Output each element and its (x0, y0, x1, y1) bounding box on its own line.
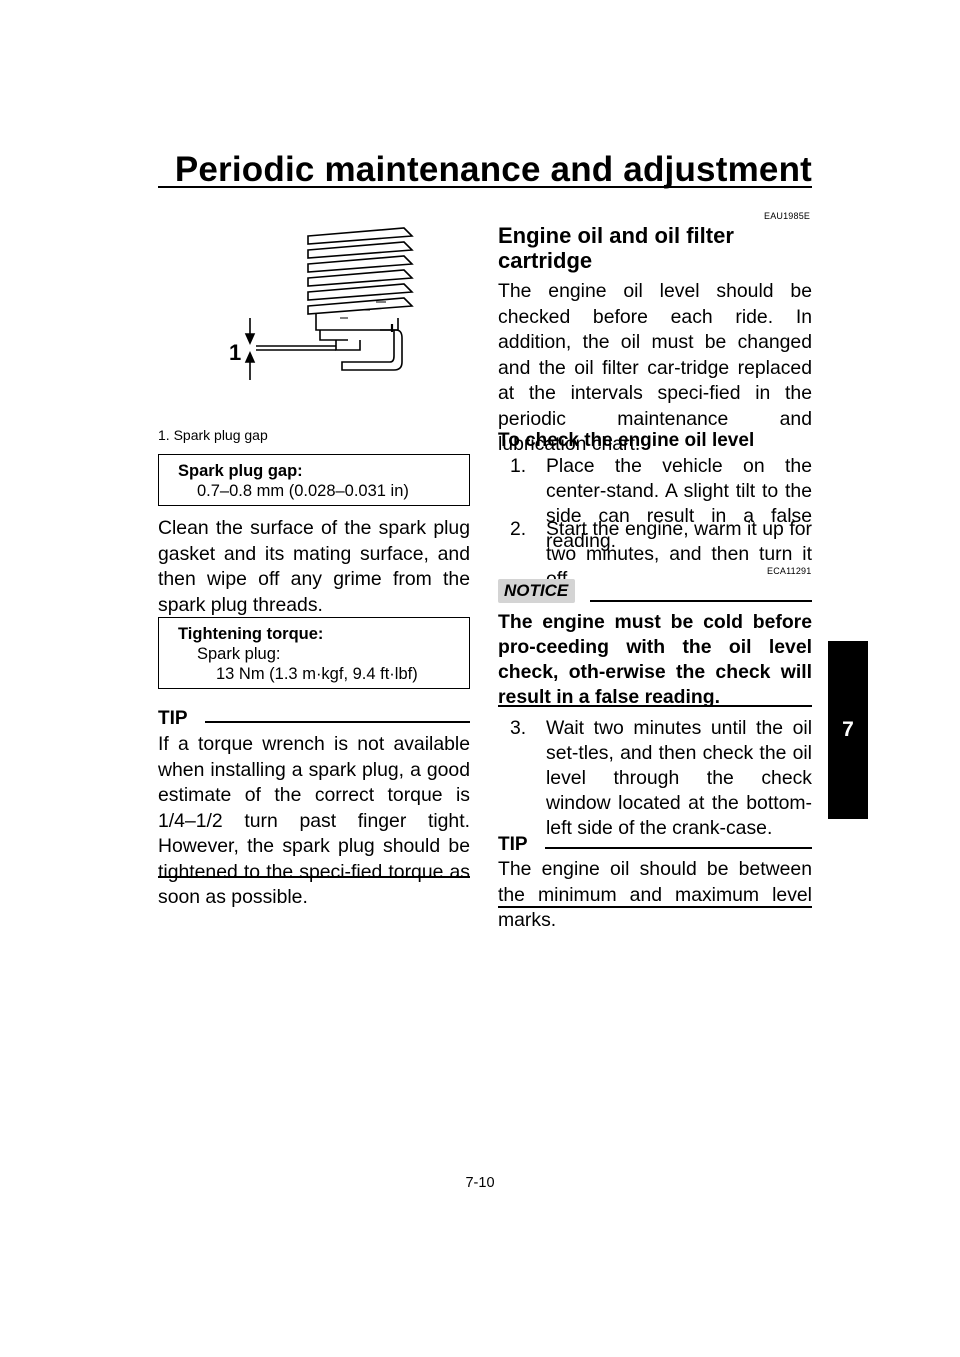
step-2-text: Start the engine, warm it up for two min… (546, 518, 812, 590)
step-3-number: 3. (510, 717, 527, 739)
section-heading-line1: Engine oil and oil filter (498, 223, 734, 248)
section-code: EAU1985E (764, 211, 811, 221)
spark-plug-gap-box: Spark plug gap: 0.7–0.8 mm (0.028–0.031 … (158, 454, 470, 506)
step-3: 3. Wait two minutes until the oil set-tl… (510, 716, 812, 841)
tightening-torque-box: Tightening torque: Spark plug: 13 Nm (1.… (158, 617, 470, 689)
section-heading-line2: cartridge (498, 248, 593, 273)
title-rule (158, 186, 812, 188)
notice-code: ECA11291 (767, 566, 812, 576)
notice-badge: NOTICE (498, 579, 576, 603)
figure-callout-1: 1 (229, 340, 242, 365)
right-tip-text: The engine oil should be between the min… (498, 858, 812, 931)
clean-instruction: Clean the surface of the spark plug gask… (158, 517, 470, 616)
spark-plug-illustration (244, 227, 414, 380)
right-tip-heading: TIP (498, 834, 528, 855)
figure-caption: 1. Spark plug gap (158, 427, 268, 443)
notice-bottom-rule (498, 705, 812, 707)
gap-box-value: 0.7–0.8 mm (0.028–0.031 in) (197, 482, 409, 500)
step-1-number: 1. (510, 455, 527, 477)
torque-box-item: Spark plug: (197, 645, 281, 663)
torque-box-label: Tightening torque: (178, 625, 324, 643)
notice-top-rule (590, 600, 812, 602)
step-1-text: Place the vehicle on the center-stand. A… (546, 455, 812, 552)
page-title: Periodic maintenance and adjustment (174, 150, 812, 189)
right-tip-top-rule (545, 847, 812, 849)
step-2: 2. Start the engine, warm it up for two … (510, 517, 812, 592)
step-3-text: Wait two minutes until the oil set-tles,… (546, 717, 812, 839)
step-1: 1. Place the vehicle on the center-stand… (510, 454, 812, 554)
left-tip-bottom-rule (158, 876, 470, 878)
left-tip-top-rule (205, 721, 470, 723)
chapter-tab: 7 (828, 641, 868, 819)
notice-text: The engine must be cold before pro-ceedi… (498, 611, 812, 708)
left-tip-text: If a torque wrench is not available when… (158, 733, 470, 908)
gap-box-label: Spark plug gap: (178, 462, 303, 480)
oil-intro-text: The engine oil level should be checked b… (498, 280, 812, 455)
page-number: 7-10 (465, 1175, 495, 1191)
step-2-number: 2. (510, 518, 527, 540)
check-oil-heading: To check the engine oil level (498, 430, 755, 451)
right-tip-bottom-rule (498, 906, 812, 908)
torque-box-value: 13 Nm (1.3 m·kgf, 9.4 ft·lbf) (216, 665, 418, 683)
left-tip-heading: TIP (158, 708, 188, 729)
